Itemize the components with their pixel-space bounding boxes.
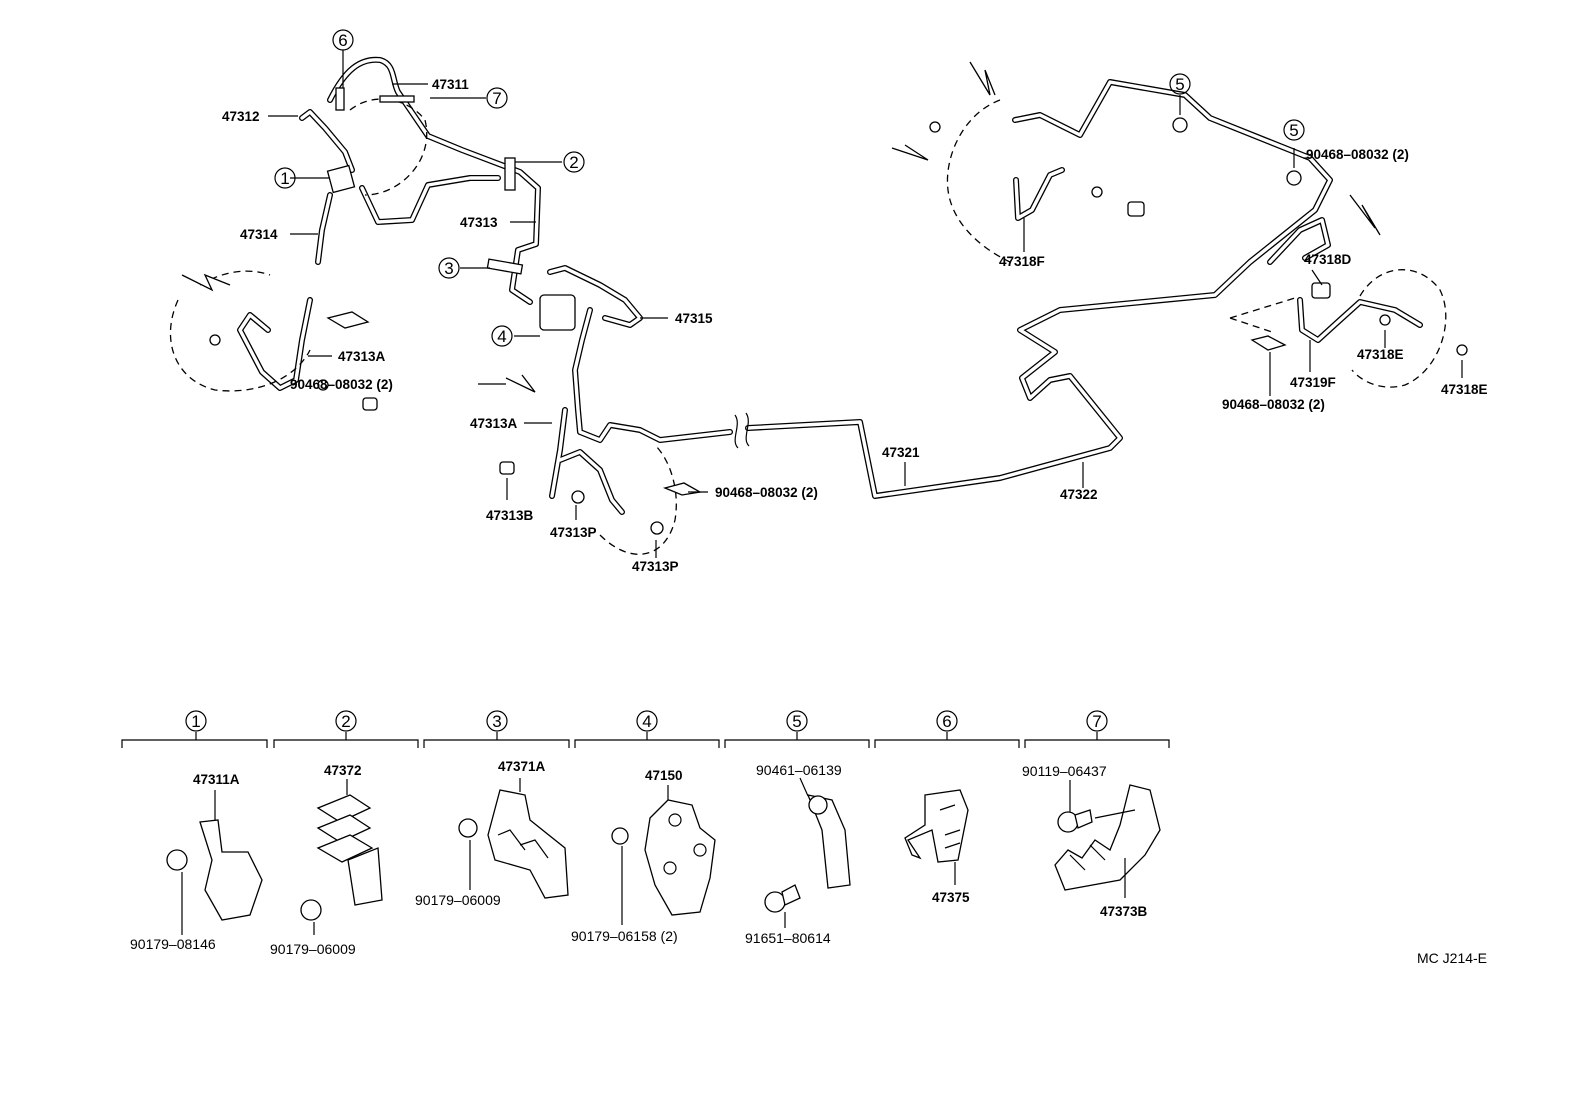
brackets-and-clips	[181, 61, 1381, 496]
label-47313: 47313	[460, 215, 498, 230]
label-clip-right-top: 90468–08032 (2)	[1306, 147, 1409, 162]
detail-3-drawing: 47371A 90179–06009	[415, 759, 569, 908]
label-47318D: 47318D	[1304, 252, 1352, 267]
brake-tubes	[299, 56, 1333, 499]
detail-6-part-a: 47375	[932, 890, 970, 905]
label-clip-right-bottom: 90468–08032 (2)	[1222, 397, 1325, 412]
callout-1: 1	[274, 167, 296, 189]
label-47312: 47312	[222, 109, 260, 124]
callout-1-number: 1	[280, 169, 289, 188]
detail-2-number: 2	[341, 712, 350, 731]
detail-7-drawing: 90119–06437 47373B	[1022, 763, 1161, 919]
label-47313A-mid: 47313A	[470, 416, 518, 431]
detail-3-part-a: 47371A	[498, 759, 546, 774]
detail-1-number: 1	[191, 712, 200, 731]
callout-3: 3	[438, 257, 460, 279]
label-47311: 47311	[432, 77, 469, 92]
label-47318E-b: 47318E	[1441, 382, 1488, 397]
detail-3-number: 3	[492, 712, 501, 731]
callout-6: 6	[332, 29, 354, 51]
part-labels: 47311 47312 47313 47314 47313A 90468–080…	[222, 77, 1488, 574]
detail-1-part-a: 47311A	[193, 772, 240, 787]
detail-6-number: 6	[942, 712, 951, 731]
label-clip-left: 90468–08032 (2)	[290, 377, 393, 392]
label-47319F: 47319F	[1290, 375, 1336, 390]
detail-4-part-a: 47150	[645, 768, 683, 783]
callout-7-number: 7	[492, 89, 501, 108]
callout-5a: 5	[1169, 73, 1191, 95]
detail-5-part-b: 91651–80614	[745, 930, 831, 946]
detail-panels: 1 2 3 4 5 6 7 47311	[121, 710, 1170, 957]
detail-4-drawing: 47150 90179–06158 (2)	[571, 768, 716, 944]
detail-2-drawing: 47372 90179–06009	[270, 763, 383, 957]
label-47321: 47321	[882, 445, 920, 460]
label-47318E-a: 47318E	[1357, 347, 1404, 362]
detail-5-drawing: 90461–06139 91651–80614	[745, 762, 851, 946]
detail-1-part-b: 90179–08146	[130, 936, 216, 952]
detail-5-number: 5	[792, 712, 801, 731]
label-47322: 47322	[1060, 487, 1098, 502]
label-clip-mid: 90468–08032 (2)	[715, 485, 818, 500]
callout-5b: 5	[1283, 119, 1305, 141]
label-47313P-a: 47313P	[550, 525, 597, 540]
detail-2-header: 2	[335, 710, 357, 732]
detail-6-drawing: 47375	[904, 789, 970, 905]
detail-6-header: 6	[936, 710, 958, 732]
label-47313B: 47313B	[486, 508, 534, 523]
detail-3-header: 3	[486, 710, 508, 732]
detail-5-header: 5	[786, 710, 808, 732]
label-47318F: 47318F	[999, 254, 1045, 269]
callout-2-number: 2	[569, 153, 578, 172]
label-47315: 47315	[675, 311, 713, 326]
callout-5b-number: 5	[1289, 121, 1298, 140]
label-47313A-left: 47313A	[338, 349, 386, 364]
callout-4: 4	[491, 325, 513, 347]
callout-3-number: 3	[444, 259, 453, 278]
detail-5-part-a: 90461–06139	[756, 762, 842, 778]
detail-7-number: 7	[1092, 712, 1101, 731]
leader-lines	[268, 50, 1463, 558]
detail-1-header: 1	[185, 710, 207, 732]
detail-3-part-b: 90179–06009	[415, 892, 501, 908]
callout-4-number: 4	[497, 327, 506, 346]
callout-5a-number: 5	[1175, 75, 1184, 94]
detail-7-part-b: 47373B	[1100, 904, 1148, 919]
label-47313P-b: 47313P	[632, 559, 679, 574]
detail-2-part-b: 90179–06009	[270, 941, 356, 957]
detail-7-header: 7	[1086, 710, 1108, 732]
flex-hoses	[237, 167, 1423, 515]
callout-circles: 6 7 1 2 3 4 5 5	[274, 29, 1305, 347]
detail-2-part-a: 47372	[324, 763, 362, 778]
detail-4-header: 4	[636, 710, 658, 732]
detail-4-part-b: 90179–06158 (2)	[571, 928, 678, 944]
wheel-outlines	[169, 98, 1468, 555]
detail-1-drawing: 47311A 90179–08146	[130, 772, 263, 952]
label-47314: 47314	[240, 227, 278, 242]
callout-6-number: 6	[338, 31, 347, 50]
diagram-code: MC J214-E	[1417, 950, 1487, 966]
callout-2: 2	[563, 151, 585, 173]
detail-7-part-a: 90119–06437	[1022, 763, 1107, 779]
detail-4-number: 4	[642, 712, 651, 731]
callout-7: 7	[486, 87, 508, 109]
